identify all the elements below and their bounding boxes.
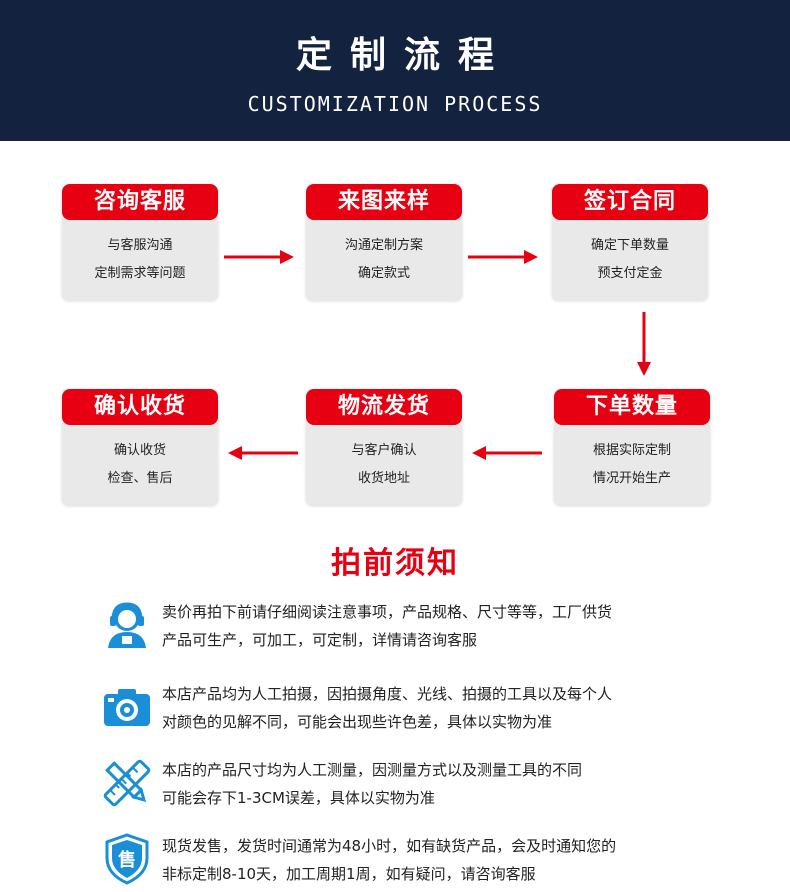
step-card-shipping: 物流发货 与客户确认 收货地址: [306, 389, 462, 505]
arrow-right-icon: [224, 250, 294, 264]
step-title: 来图来样: [306, 184, 462, 220]
step-card-samples: 来图来样 沟通定制方案 确定款式: [306, 184, 462, 300]
step-line: 与客服沟通: [107, 238, 173, 253]
notice-line: 可能会存下1-3CM误差，具体以实物为准: [162, 789, 435, 807]
step-title: 签订合同: [552, 184, 708, 220]
page-title: 定制流程: [295, 35, 512, 76]
step-title: 下单数量: [554, 389, 710, 425]
step-title: 确认收货: [62, 389, 218, 425]
shield-sale-icon: 售: [105, 833, 149, 885]
notice-line: 非标定制8-10天，加工周期1周，如有疑问，请咨询客服: [162, 865, 536, 883]
step-line: 情况开始生产: [592, 471, 671, 486]
shield-sale-char: 售: [118, 849, 136, 871]
ruler-pencil-icon: [103, 759, 151, 807]
notice-line: 对颜色的见解不同，可能会出现些许色差，具体以实物为准: [162, 713, 553, 731]
step-line: 收货地址: [357, 471, 410, 486]
customer-service-icon: [108, 602, 146, 648]
arrow-right-icon: [468, 250, 538, 264]
step-line: 定制需求等问题: [94, 266, 186, 281]
arrow-left-icon: [472, 446, 542, 460]
notice-line: 卖价再拍下前请仔细阅读注意事项，产品规格、尺寸等等，工厂供货: [162, 603, 613, 621]
step-title: 物流发货: [306, 389, 462, 425]
step-card-order: 下单数量 根据实际定制 情况开始生产: [554, 389, 710, 505]
step-card-consult: 咨询客服 与客服沟通 定制需求等问题: [62, 184, 218, 300]
step-line: 确定款式: [357, 266, 410, 281]
camera-icon: [104, 689, 150, 726]
step-line: 与客户确认: [351, 443, 417, 458]
notice-line: 本店的产品尺寸均为人工测量，因测量方式以及测量工具的不同: [162, 761, 583, 779]
step-card-receipt: 确认收货 确认收货 检查、售后: [62, 389, 218, 505]
notice-line: 本店产品均为人工拍摄，因拍摄角度、光线、拍摄的工具以及每个人: [162, 685, 613, 703]
notice-line: 现货发售，发货时间通常为48小时，如有缺货产品，会及时通知您的: [162, 837, 617, 855]
step-title: 咨询客服: [62, 184, 218, 220]
notice-title: 拍前须知: [331, 546, 459, 581]
notice-line: 产品可生产，可加工，可定制，详情请咨询客服: [162, 631, 478, 649]
arrow-down-icon: [637, 312, 651, 376]
step-line: 预支付定金: [597, 266, 663, 281]
step-line: 确定下单数量: [590, 238, 669, 253]
step-line: 确认收货: [113, 443, 166, 458]
arrow-left-icon: [228, 446, 298, 460]
page-subtitle: CUSTOMIZATION PROCESS: [247, 92, 543, 116]
step-line: 根据实际定制: [592, 443, 671, 458]
header-banner: 定制流程 CUSTOMIZATION PROCESS: [0, 0, 790, 141]
step-card-contract: 签订合同 确定下单数量 预支付定金: [552, 184, 708, 300]
step-line: 沟通定制方案: [344, 238, 423, 253]
step-line: 检查、售后: [107, 471, 173, 486]
